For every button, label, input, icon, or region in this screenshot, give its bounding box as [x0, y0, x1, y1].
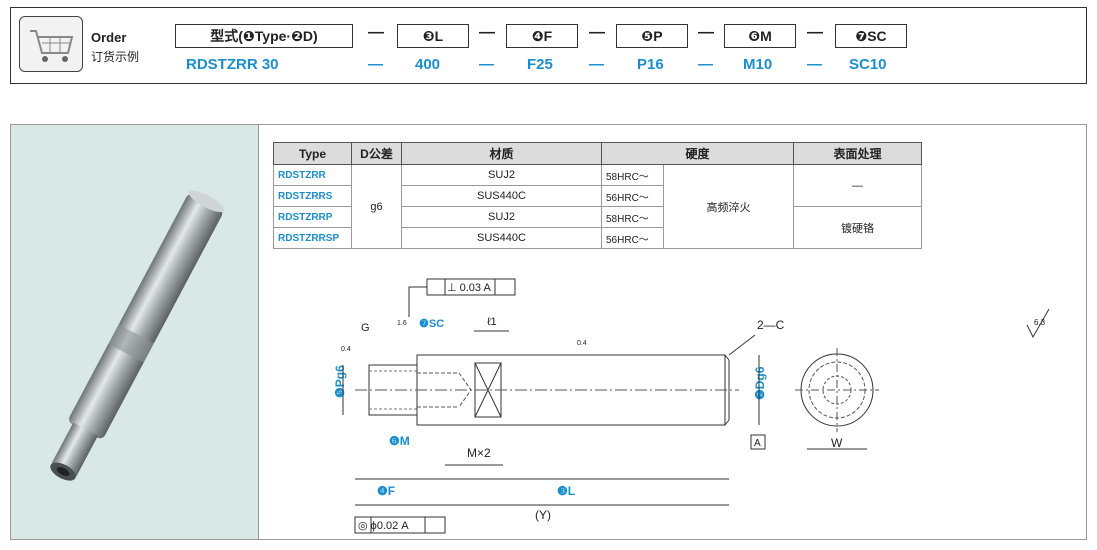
- order-value-m: M10: [743, 56, 773, 73]
- type-cell[interactable]: RDSTZRRSP: [273, 227, 352, 249]
- code-dash: —: [479, 24, 495, 41]
- order-example-panel: Order 订货示例 型式(❶Type·❷D) — ❸L — ❹F — ❺P —…: [10, 7, 1087, 84]
- mx2-label: M×2: [467, 446, 491, 460]
- material-cell: SUJ2: [401, 206, 602, 228]
- product-spec-panel: Type D公差 材质 硬度 表面处理 RDSTZRR g6 SUJ2 58HR…: [10, 124, 1087, 540]
- order-value-p: P16: [637, 56, 664, 73]
- f-label: ❹F: [377, 484, 395, 498]
- code-box-p: ❺P: [616, 24, 688, 48]
- header-hardness: 硬度: [601, 142, 794, 165]
- roughness-1-6: 1.6: [397, 320, 407, 327]
- table-row: RDSTZRRS SUS440C 56HRC～: [273, 185, 922, 207]
- code-box-l: ❸L: [397, 24, 469, 48]
- header-type: Type: [273, 142, 352, 165]
- code-box-type-label: 型式(❶Type·❷D): [210, 28, 318, 44]
- code-box-sc: ❼SC: [835, 24, 907, 48]
- surface-none-cell: —: [793, 164, 922, 207]
- type-cell[interactable]: RDSTZRRS: [273, 185, 352, 207]
- table-row: RDSTZRRP SUJ2 58HRC～ 镀硬铬: [273, 206, 922, 249]
- material-cell: SUS440C: [401, 185, 602, 207]
- order-value-dash: —: [589, 56, 604, 73]
- material-cell: SUS440C: [401, 227, 602, 249]
- header-surface: 表面处理: [793, 142, 922, 165]
- concentricity-tolerance: ◎ ϕ0.02 A: [358, 520, 409, 532]
- code-dash: —: [368, 24, 384, 41]
- order-value-l: 400: [415, 56, 441, 73]
- order-value-sc: SC10: [849, 56, 887, 73]
- technical-drawing: ⊥ 0.03 A 1.6 ❼SC ℓ1 G 0.4 0.4 2—C: [333, 278, 1050, 534]
- roughness-0-4: 0.4: [341, 346, 351, 353]
- chamfer-label: 2—C: [757, 318, 785, 332]
- l-label: ❸L: [557, 484, 575, 498]
- code-box-type: 型式(❶Type·❷D): [175, 24, 353, 48]
- code-box-m: ❻M: [724, 24, 796, 48]
- order-value-dash: —: [368, 56, 383, 73]
- code-dash: —: [807, 24, 823, 41]
- type-cell[interactable]: RDSTZRR: [273, 164, 352, 186]
- type-cell[interactable]: RDSTZRRP: [273, 206, 352, 228]
- code-box-p-label: ❺P: [641, 27, 663, 44]
- header-tolerance: D公差: [351, 142, 402, 165]
- code-box-sc-label: ❼SC: [855, 27, 887, 44]
- hrc-cell: 56HRC～: [601, 185, 664, 207]
- g-label: G: [361, 322, 370, 334]
- code-dash: —: [589, 24, 605, 41]
- y-label: (Y): [535, 508, 551, 522]
- code-box-f-label: ❹F: [531, 27, 553, 44]
- header-material: 材质: [401, 142, 602, 165]
- order-subtitle: 订货示例: [91, 50, 140, 64]
- material-cell: SUJ2: [401, 164, 602, 186]
- p-label: ❺Pg6: [333, 365, 347, 398]
- table-row: RDSTZRRSP SUS440C 56HRC～: [273, 227, 922, 249]
- product-photo: [11, 125, 259, 539]
- code-box-f: ❹F: [506, 24, 578, 48]
- order-value-f: F25: [527, 56, 553, 73]
- order-value-dash: —: [807, 56, 822, 73]
- sc-label: ❼SC: [419, 318, 444, 330]
- hrc-cell: 58HRC～: [601, 206, 664, 228]
- w-label: W: [831, 436, 843, 450]
- tolerance-cell: g6: [351, 164, 402, 249]
- perpendicularity-tolerance: ⊥ 0.03 A: [447, 282, 491, 294]
- l1-label: ℓ1: [487, 316, 497, 328]
- m-label: ❻M: [389, 434, 410, 448]
- order-value-dash: —: [479, 56, 494, 73]
- code-box-m-label: ❻M: [748, 27, 772, 44]
- shopping-cart-icon: [19, 16, 83, 72]
- roughness-6-3: 6.3: [1034, 318, 1046, 327]
- hrc-cell: 58HRC～: [601, 164, 664, 186]
- order-value-type: RDSTZRR 30: [186, 56, 279, 73]
- spec-table: Type D公差 材质 硬度 表面处理 RDSTZRR g6 SUJ2 58HR…: [273, 142, 922, 249]
- hrc-cell: 56HRC～: [601, 227, 664, 249]
- hardening-cell: 高频淬火: [663, 164, 794, 249]
- d-label: ❷Dg6: [753, 366, 767, 400]
- order-title: Order: [91, 30, 127, 45]
- datum-a: A: [754, 438, 761, 449]
- roughness-0-4: 0.4: [577, 340, 587, 347]
- table-row: RDSTZRR g6 SUJ2 58HRC～ 高频淬火 —: [273, 164, 922, 249]
- order-value-dash: —: [698, 56, 713, 73]
- surface-chrome-cell: 镀硬铬: [793, 206, 922, 249]
- code-dash: —: [698, 24, 714, 41]
- code-box-l-label: ❸L: [422, 27, 444, 44]
